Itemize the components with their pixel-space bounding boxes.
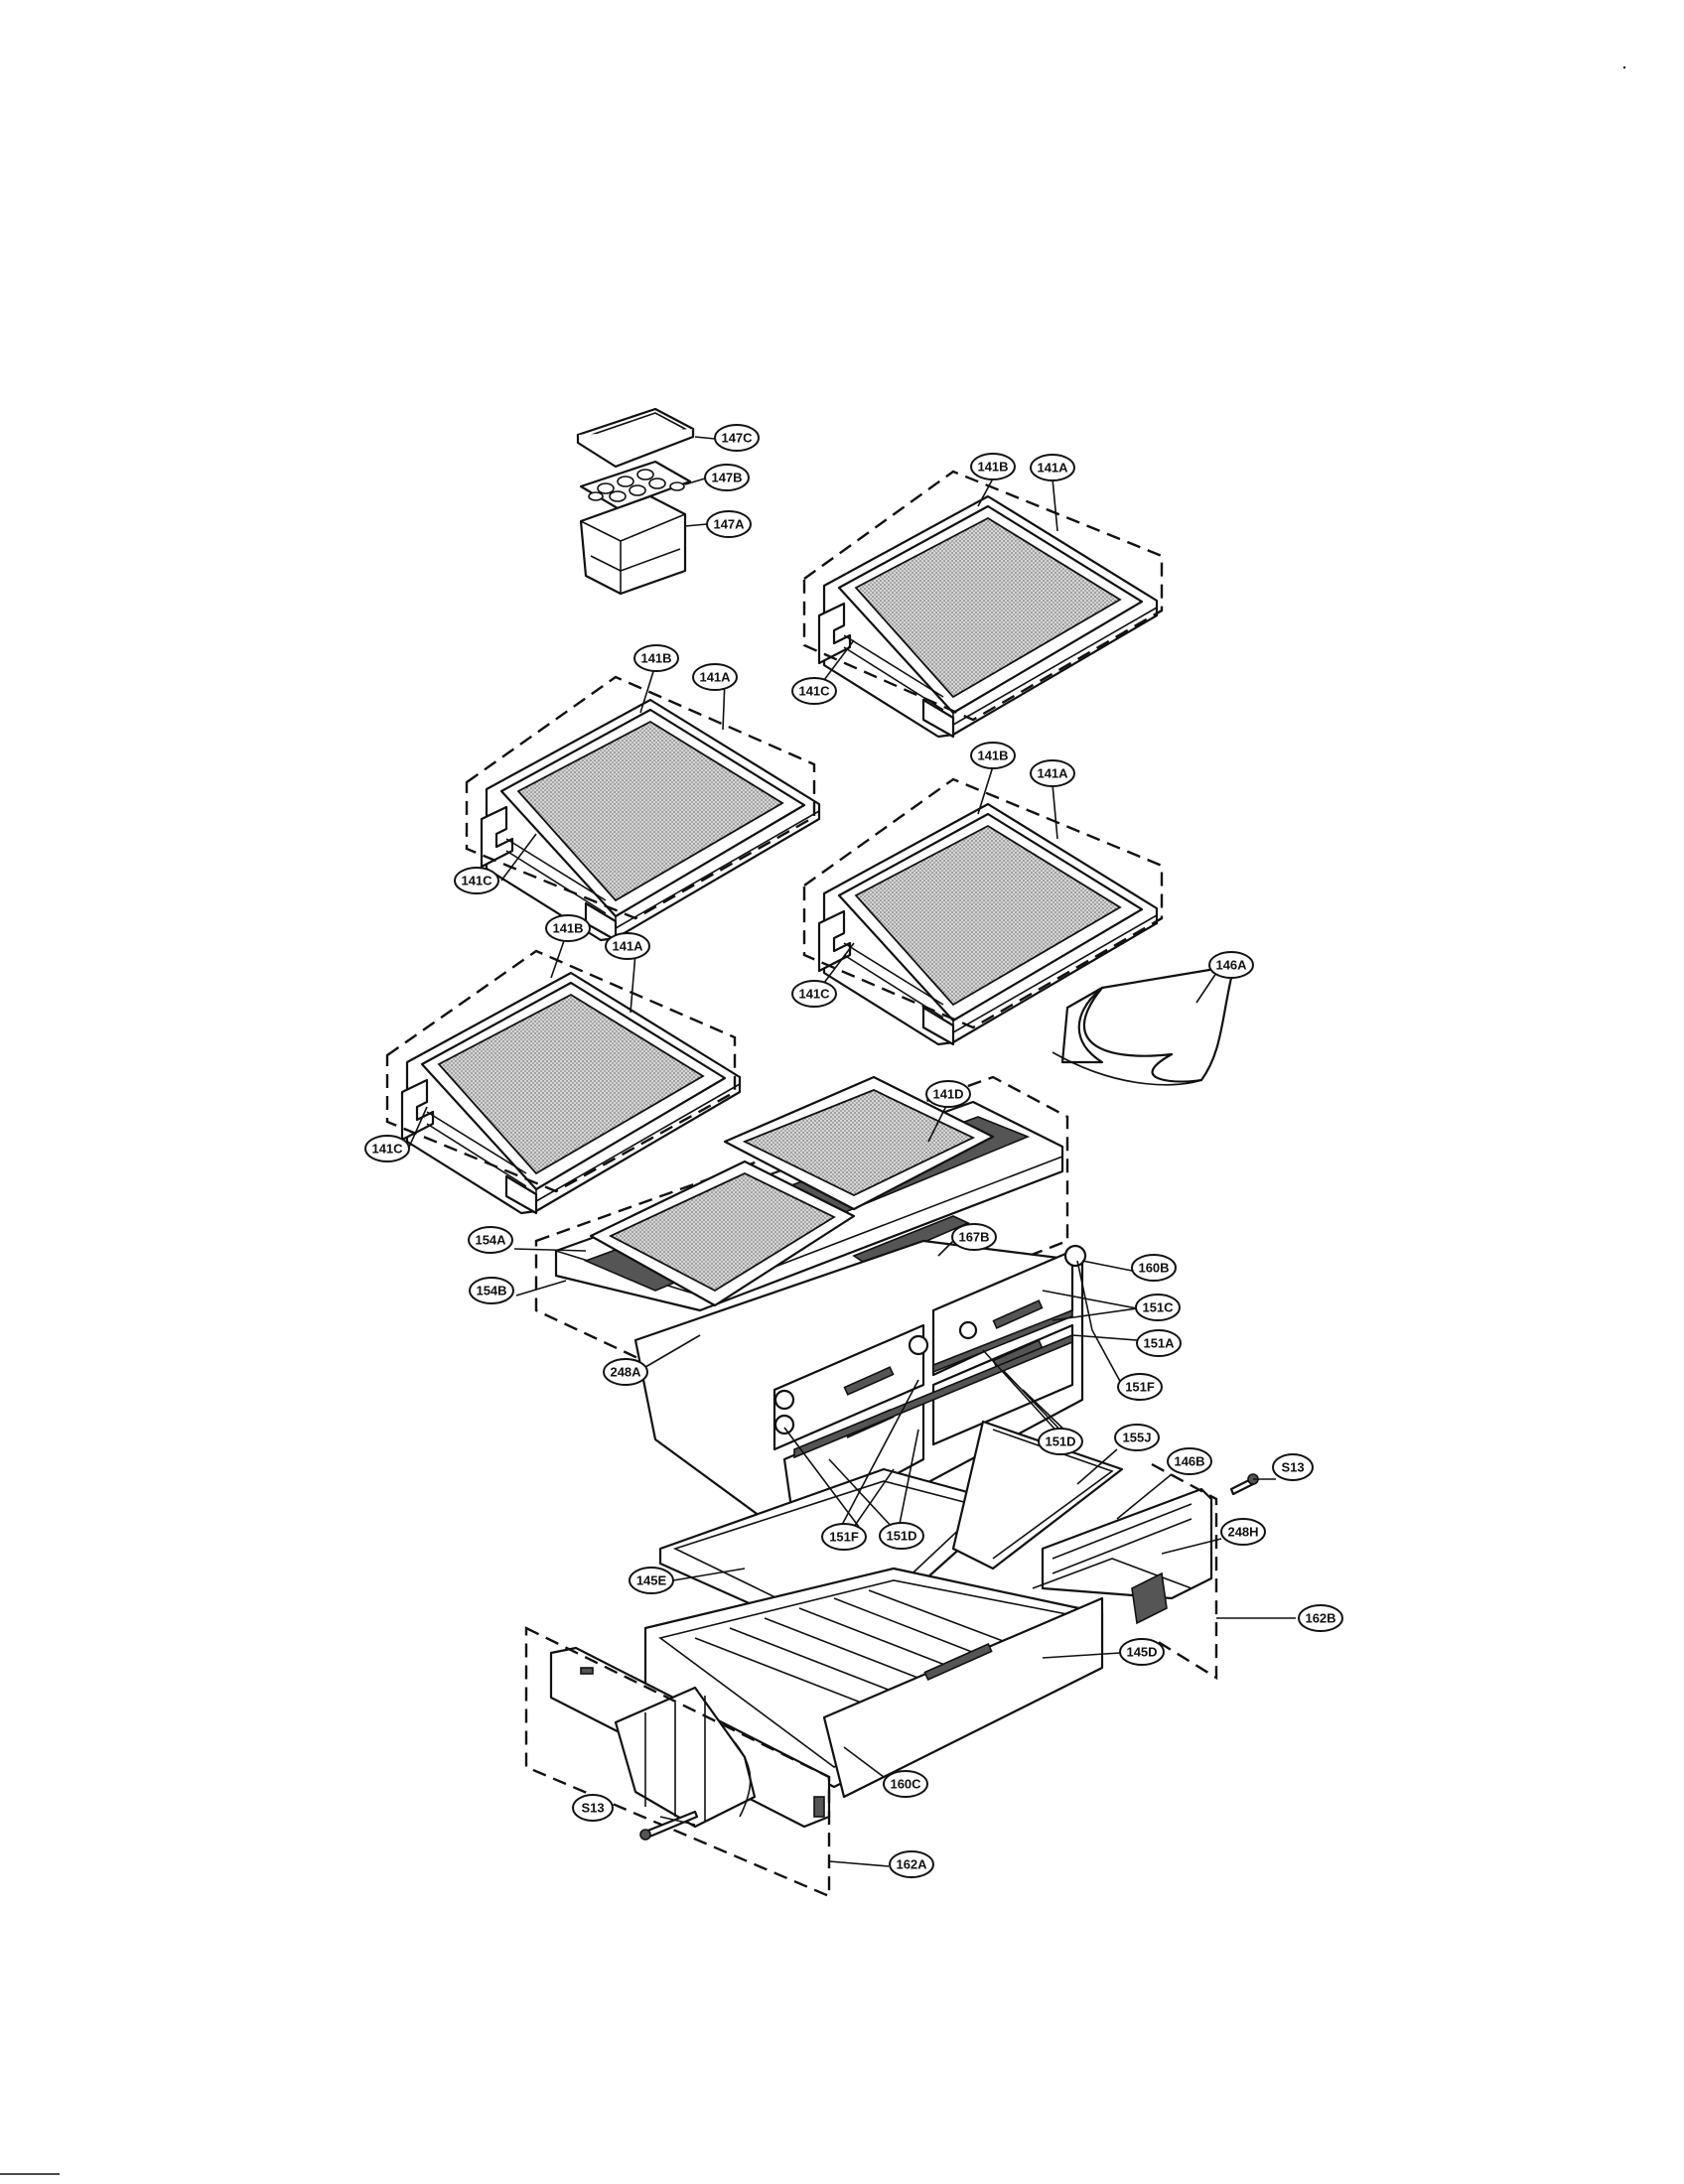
callout-151d-2: 151D — [879, 1522, 924, 1550]
callout-141a-3: 141A — [1030, 759, 1075, 787]
cover-146a — [1052, 966, 1233, 1086]
callout-141d: 141D — [925, 1080, 971, 1108]
callout-label: 141A — [1037, 461, 1068, 476]
callout-141b-1: 141B — [970, 453, 1016, 480]
crisper-drawers — [633, 1239, 1087, 1551]
shelf-1 — [817, 494, 1159, 739]
callout-145d: 145D — [1119, 1638, 1165, 1666]
callout-154b: 154B — [469, 1277, 514, 1304]
callout-label: 145D — [1126, 1645, 1157, 1660]
callout-label: 151F — [829, 1530, 859, 1545]
callout-label: 151D — [886, 1529, 916, 1544]
callout-141c-2: 141C — [454, 867, 499, 894]
callout-167b: 167B — [951, 1223, 997, 1251]
callout-label: 155J — [1123, 1431, 1152, 1445]
callout-label: 141B — [977, 749, 1008, 763]
callout-label: 141B — [552, 921, 583, 936]
callout-151f-2: 151F — [821, 1523, 867, 1551]
screw-s13-right-icon — [1229, 1473, 1259, 1496]
callout-162b: 162B — [1298, 1604, 1343, 1632]
callout-label: 167B — [958, 1230, 989, 1245]
callout-s13-1: S13 — [1272, 1453, 1314, 1481]
callout-248h: 248H — [1220, 1518, 1266, 1546]
callout-label: 146A — [1215, 958, 1247, 973]
callout-151a: 151A — [1136, 1329, 1182, 1357]
callout-141c-3: 141C — [791, 980, 837, 1008]
callout-label: S13 — [1281, 1460, 1304, 1475]
callout-s13-2: S13 — [572, 1794, 614, 1822]
callout-label: 141C — [798, 684, 830, 699]
callout-label: 151D — [1045, 1434, 1075, 1449]
rail-162b — [1032, 1487, 1213, 1625]
callout-label: 147A — [713, 517, 745, 532]
callout-141b-3: 141B — [970, 742, 1016, 769]
page-dot — [1622, 66, 1626, 69]
callout-248a: 248A — [603, 1358, 648, 1386]
callout-label: 141B — [977, 460, 1008, 475]
callout-151c: 151C — [1135, 1294, 1181, 1321]
callout-label: 160B — [1138, 1261, 1169, 1276]
screw-s13-left-icon — [639, 1810, 699, 1841]
callout-141a-4: 141A — [605, 932, 650, 960]
callout-label: 141B — [640, 651, 671, 666]
callout-154a: 154A — [468, 1226, 513, 1254]
leader-lines — [406, 436, 1296, 1867]
crisper-cover-assembly — [554, 1075, 1064, 1312]
callout-141c-4: 141C — [364, 1135, 410, 1162]
callout-label: 162B — [1305, 1611, 1335, 1626]
callout-141a-1: 141A — [1030, 454, 1075, 481]
assembly-box-162a — [524, 1626, 831, 1898]
callout-label: 151A — [1143, 1336, 1175, 1351]
callout-141b-4: 141B — [545, 914, 591, 942]
callout-label: 146B — [1174, 1454, 1204, 1469]
callout-146a: 146A — [1208, 951, 1254, 979]
callout-label: 160C — [890, 1777, 921, 1792]
callout-141b-2: 141B — [633, 644, 679, 672]
callout-162a: 162A — [889, 1850, 934, 1878]
callout-155j: 155J — [1114, 1424, 1160, 1451]
callout-label: 145E — [636, 1573, 667, 1588]
callout-label: 151C — [1142, 1300, 1174, 1315]
callout-151f-1: 151F — [1117, 1373, 1163, 1401]
callout-160b: 160B — [1131, 1254, 1177, 1282]
callout-160c: 160C — [883, 1770, 928, 1798]
assembly-box-shelf-1 — [802, 470, 1164, 722]
assembly-box-shelf-3 — [802, 777, 1164, 1029]
callout-145e: 145E — [629, 1567, 674, 1594]
callout-label: S13 — [581, 1801, 604, 1816]
callout-label: 141D — [932, 1087, 963, 1102]
callout-label: 147C — [721, 431, 753, 446]
callout-141c-1: 141C — [791, 677, 837, 705]
callout-141a-2: 141A — [692, 663, 738, 691]
callouts: 147C 147B 147A 141B 141A 141C 141B 141A … — [364, 424, 1343, 1878]
callout-147c: 147C — [714, 424, 760, 452]
callout-label: 141C — [798, 987, 830, 1002]
egg-tray-assembly — [576, 407, 695, 596]
callout-label: 141C — [371, 1142, 403, 1157]
callout-147a: 147A — [706, 510, 752, 538]
callout-146b: 146B — [1167, 1447, 1212, 1475]
assembly-box-crisper — [534, 1075, 1069, 1387]
callout-label: 154A — [475, 1233, 506, 1248]
assembly-box-shelf-4 — [385, 949, 737, 1193]
callout-label: 141A — [1037, 766, 1068, 781]
shelf-2 — [480, 698, 821, 942]
callout-label: 141A — [699, 670, 731, 685]
shelf-4 — [400, 971, 742, 1215]
cover-155j — [951, 1420, 1124, 1570]
callout-label: 154B — [476, 1284, 506, 1298]
callout-label: 141A — [612, 939, 643, 954]
callout-label: 147B — [711, 471, 742, 485]
callout-151d-1: 151D — [1038, 1428, 1083, 1455]
assembly-box-162b — [1151, 1462, 1218, 1681]
callout-label: 141C — [461, 874, 492, 888]
callout-147b: 147B — [704, 464, 750, 491]
assembly-box-shelf-2 — [465, 675, 816, 920]
pan-145d — [643, 1567, 1104, 1799]
callout-label: 162A — [896, 1857, 927, 1872]
callout-label: 248A — [610, 1365, 641, 1380]
callout-label: 248H — [1227, 1525, 1258, 1540]
callout-label: 151F — [1125, 1380, 1155, 1395]
